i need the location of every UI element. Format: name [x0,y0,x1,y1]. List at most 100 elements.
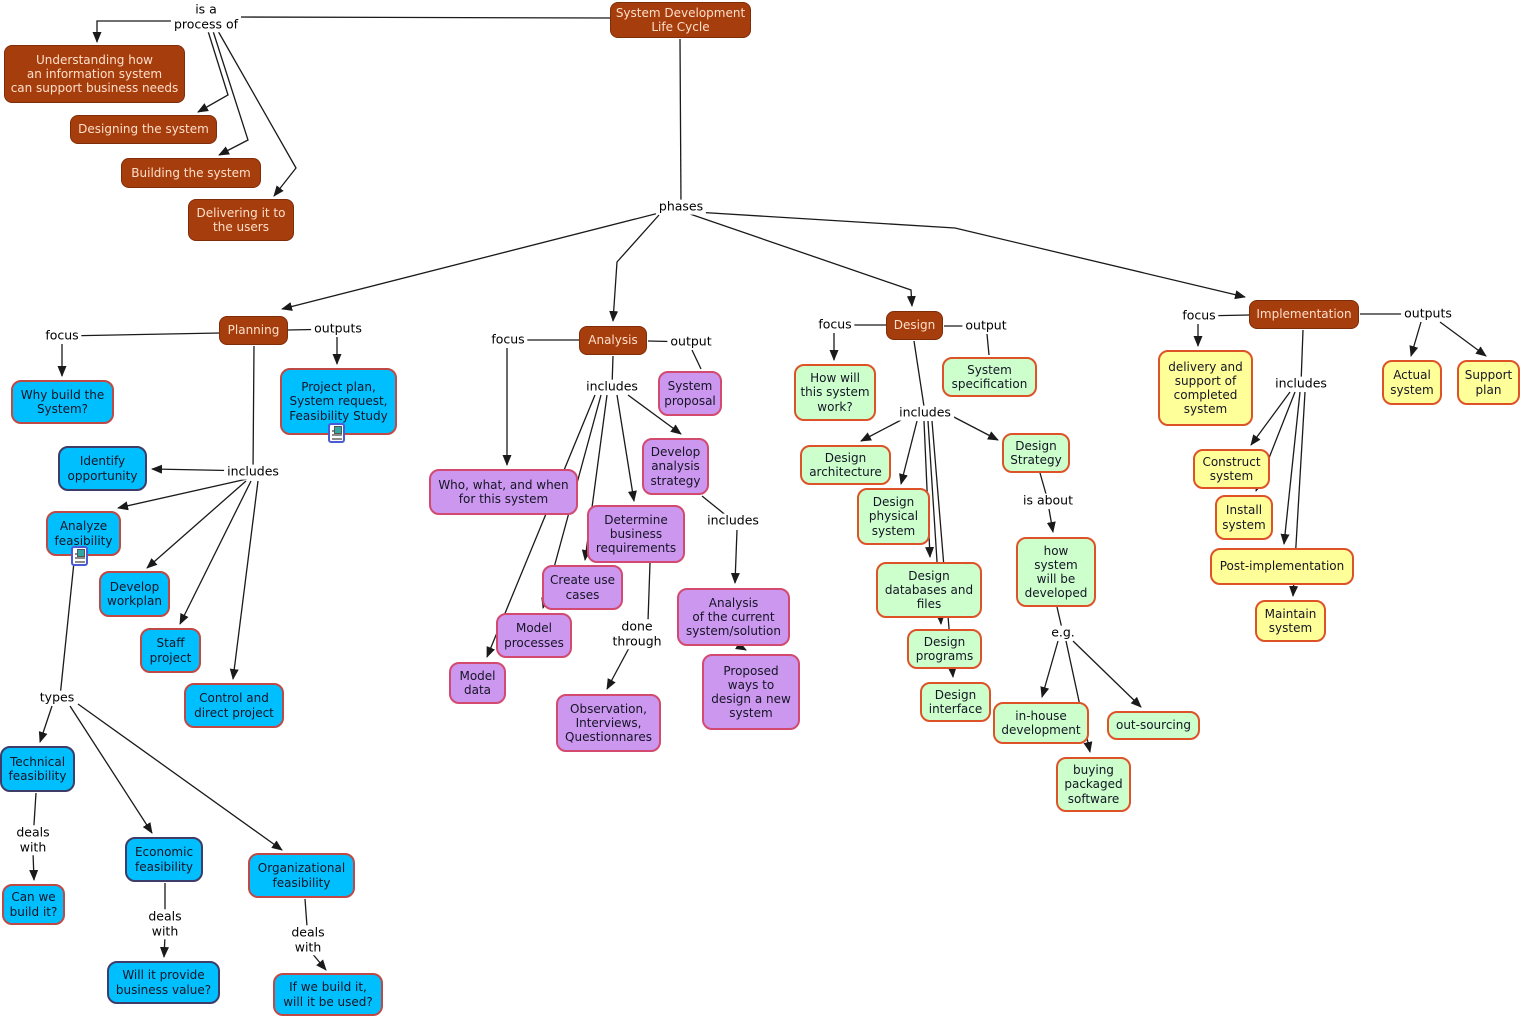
node-system-proposal[interactable]: System proposal [658,371,722,416]
edge-includes-analysis--determine-business [616,394,637,502]
node-planning[interactable]: Planning [219,316,288,345]
node-actual-system[interactable]: Actual system [1382,360,1442,405]
link-label-focus-impl: focus [1179,308,1219,324]
edge-sdlc--phases [679,38,682,208]
edge-types--economic-feasibility [69,705,153,834]
edge-analysis-current--proposed-ways [735,641,747,651]
node-model-processes[interactable]: Model processes [496,613,572,658]
edge-outputs-impl--actual-system [1409,321,1422,357]
edge-phases--analysis [609,214,660,322]
node-design-architecture[interactable]: Design architecture [800,445,891,485]
node-system-specification[interactable]: System specification [942,357,1037,397]
link-label-focus-analysis: focus [488,332,528,348]
node-delivering[interactable]: Delivering it to the users [188,199,294,241]
node-design[interactable]: Design [886,311,943,340]
node-staff-project[interactable]: Staff project [140,628,201,673]
node-develop-analysis-strategy[interactable]: Develop analysis strategy [642,438,709,495]
edge-phases--design [689,213,916,307]
edge-includes-design--design-architecture [860,418,904,442]
link-label-types: types [36,690,78,706]
edge-isa--delivering [217,30,297,197]
node-analysis-current[interactable]: Analysis of the current system/solution [677,588,790,646]
node-design-interface[interactable]: Design interface [920,682,991,722]
edge-includes-planning--staff-project [179,480,252,625]
link-label-includes-design: includes [896,405,954,421]
node-in-house[interactable]: in-house development [993,702,1089,744]
node-proposed-ways[interactable]: Proposed ways to design a new system [702,654,800,730]
link-label-includes-impl: includes [1272,376,1330,392]
node-maintain-system[interactable]: Maintain system [1255,600,1326,642]
edge-deals-with-3--if-we-build [310,951,327,971]
edge-includes-impl--construct-system [1250,391,1291,446]
node-install-system[interactable]: Install system [1215,495,1273,540]
node-how-will-work[interactable]: How will this system work? [794,364,876,421]
node-analysis[interactable]: Analysis [579,326,647,355]
edge-outputs-impl--support-plan [1439,321,1487,357]
edge-includes-strategy--analysis-current [730,529,740,584]
node-designing[interactable]: Designing the system [70,115,217,144]
link-label-includes-planning: includes [224,464,282,480]
node-why-build[interactable]: Why build the System? [11,380,114,424]
edge-includes-design--design-physical [899,420,918,485]
edge-includes-impl--post-implementation [1280,391,1301,545]
resource-icon[interactable] [71,546,88,566]
node-observation[interactable]: Observation, Interviews, Questionnares [556,694,661,752]
edge-includes-planning--develop-workplan [146,480,247,569]
edge-includes-design--design-strategy [949,414,999,441]
link-label-output-analysis: output [667,334,715,350]
edge-output-analysis--system-proposal [691,349,702,370]
node-determine-business[interactable]: Determine business requirements [587,505,685,563]
link-label-outputs-planning: outputs [311,321,365,337]
edge-eg--in-house [1040,640,1059,698]
node-will-provide-value[interactable]: Will it provide business value? [107,961,220,1004]
node-who-what-when[interactable]: Who, what, and when for this system [429,469,578,515]
node-support-plan[interactable]: Support plan [1457,360,1520,405]
edge-phases--implementation [694,211,1246,300]
edge-types--technical-feasibility [38,705,53,743]
node-organizational-feasibility[interactable]: Organizational feasibility [248,853,355,898]
link-label-eg: e.g. [1048,625,1078,641]
node-identify-opportunity[interactable]: Identify opportunity [58,446,147,491]
node-if-we-build[interactable]: If we build it, will it be used? [273,973,383,1016]
resource-icon[interactable] [328,423,345,443]
edge-deals-with-2--will-provide-value [159,935,169,958]
node-design-programs[interactable]: Design programs [907,629,982,669]
node-can-we-build[interactable]: Can we build it? [2,884,65,925]
node-implementation[interactable]: Implementation [1249,300,1359,329]
node-design-physical[interactable]: Design physical system [857,488,930,545]
link-label-outputs-impl: outputs [1401,306,1455,322]
link-label-includes-strategy: includes [704,513,762,529]
node-control-direct[interactable]: Control and direct project [184,683,284,728]
node-create-use-cases[interactable]: Create use cases [542,565,623,610]
node-delivery-support[interactable]: delivery and support of completed system [1158,350,1253,426]
node-technical-feasibility[interactable]: Technical feasibility [0,746,75,792]
node-out-sourcing[interactable]: out-sourcing [1107,711,1200,740]
edge-deals-with-1--can-we-build [29,851,39,881]
link-label-isa: is a process of [170,1,242,32]
node-buying-packaged[interactable]: buying packaged software [1056,757,1131,812]
node-economic-feasibility[interactable]: Economic feasibility [125,837,203,882]
edge-analyze-feasibility--types [59,561,75,698]
node-sdlc[interactable]: System Development Life Cycle [610,2,751,38]
link-label-focus-planning: focus [42,328,82,344]
node-how-system-developed[interactable]: how system will be developed [1016,537,1096,607]
node-design-strategy[interactable]: Design Strategy [1002,433,1070,473]
edge-isa--building [212,30,249,156]
node-understanding[interactable]: Understanding how an information system … [4,45,185,103]
node-post-implementation[interactable]: Post-implementation [1210,548,1354,585]
edge-includes-planning--control-direct [229,480,259,680]
link-label-phases: phases [655,199,707,215]
link-label-includes-analysis: includes [583,379,641,395]
node-design-databases[interactable]: Design databases and files [876,562,982,618]
link-label-output-design: output [962,318,1010,334]
node-model-data[interactable]: Model data [449,662,506,704]
edge-isa--designing [197,30,229,113]
node-analyze-feasibility[interactable]: Analyze feasibility [46,511,121,556]
link-label-deals-with-2: deals with [145,908,185,939]
node-building[interactable]: Building the system [121,158,261,188]
node-develop-workplan[interactable]: Develop workplan [99,571,170,617]
edge-sdlc--isa [231,16,611,19]
node-construct-system[interactable]: Construct system [1193,449,1270,489]
